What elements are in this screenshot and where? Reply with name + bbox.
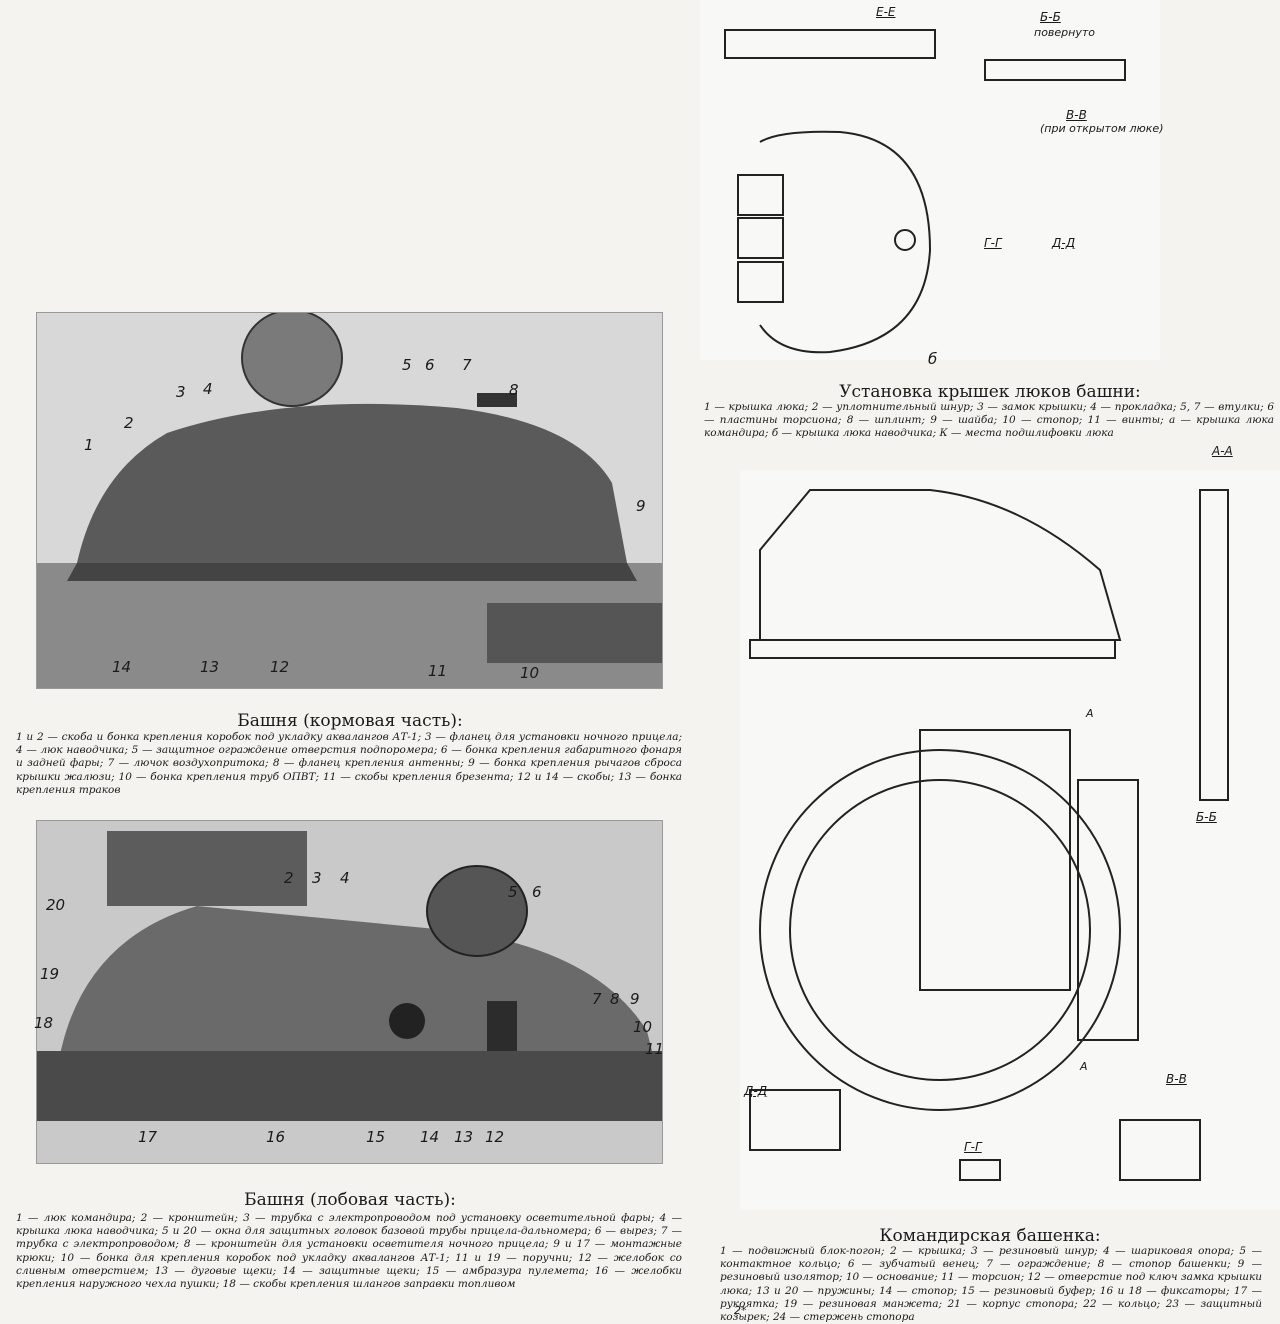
cupola-drawing-lines: [749, 489, 1229, 1181]
hatch-rotated-note: повернуто: [1034, 26, 1095, 39]
hatch-section-d: Д-Д: [1052, 236, 1076, 250]
front-label-16: 16: [266, 1128, 286, 1146]
rear-label-8: 8: [509, 381, 519, 399]
front-photo-caption: 1 — люк командира; 2 — кронштейн; 3 — тр…: [16, 1212, 682, 1291]
front-turret-photo: [36, 820, 663, 1164]
front-label-14: 14: [420, 1128, 440, 1146]
front-turret-shape: [37, 821, 662, 1163]
rear-label-13: 13: [200, 658, 220, 676]
rear-label-6: 6: [425, 356, 435, 374]
front-label-9: 9: [630, 990, 640, 1008]
cupola-section-a: А-А: [1212, 444, 1233, 458]
hatch-sub-label: б: [928, 350, 938, 368]
hatch-caption: 1 — крышка люка; 2 — уплотнительный шнур…: [704, 401, 1274, 440]
hatch-title: Установка крышек люков башни:: [839, 382, 1141, 402]
front-label-12: 12: [485, 1128, 505, 1146]
cupola-section-g: Г-Г: [964, 1140, 982, 1154]
hatch-drawing: [700, 0, 1160, 360]
front-label-15: 15: [366, 1128, 386, 1146]
rear-label-11: 11: [428, 662, 448, 680]
front-label-13: 13: [454, 1128, 474, 1146]
front-label-8: 8: [610, 990, 620, 1008]
rear-label-2: 2: [124, 414, 134, 432]
rear-label-12: 12: [270, 658, 290, 676]
cupola-section-v: В-В: [1166, 1072, 1187, 1086]
cupola-section-d: Д-Д: [744, 1084, 768, 1098]
front-label-10: 10: [633, 1018, 653, 1036]
front-label-7: 7: [592, 990, 602, 1008]
hatch-open-note: (при открытом люке): [1040, 122, 1164, 135]
front-label-3: 3: [312, 869, 322, 887]
hatch-section-e: Е-Е: [876, 5, 896, 19]
rear-label-7: 7: [462, 356, 472, 374]
hatch-section-v: В-В: [1066, 108, 1087, 122]
rear-photo-caption: 1 и 2 — скоба и бонка крепления коробок …: [16, 731, 682, 796]
rear-label-14: 14: [112, 658, 132, 676]
rear-turret-photo: [36, 312, 663, 689]
cupola-mark-a-top: А: [1086, 707, 1094, 720]
rear-label-1: 1: [84, 436, 94, 454]
cupola-mark-a-bottom: А: [1080, 1060, 1088, 1073]
front-label-11: 11: [645, 1040, 665, 1058]
front-label-18: 18: [34, 1014, 54, 1032]
front-label-2: 2: [284, 869, 294, 887]
rear-label-10: 10: [520, 664, 540, 682]
hatch-section-g: Г-Г: [984, 236, 1002, 250]
rear-label-9: 9: [636, 497, 646, 515]
front-label-5: 5: [508, 883, 518, 901]
page-mark: 2*: [734, 1304, 747, 1317]
hatch-drawing-lines: [724, 29, 1126, 354]
rear-turret-shape: [37, 313, 662, 688]
hatch-section-b: Б-Б: [1040, 10, 1061, 24]
front-label-6: 6: [532, 883, 542, 901]
front-label-20: 20: [46, 896, 66, 914]
cupola-drawing: [740, 470, 1280, 1210]
rear-label-4: 4: [203, 380, 213, 398]
rear-label-3: 3: [176, 383, 186, 401]
front-label-17: 17: [138, 1128, 158, 1146]
rear-label-5: 5: [402, 356, 412, 374]
cupola-section-b: Б-Б: [1196, 810, 1217, 824]
rear-photo-title: Башня (кормовая часть):: [237, 711, 463, 731]
front-label-4: 4: [340, 869, 350, 887]
cupola-title: Командирская башенка:: [879, 1226, 1101, 1246]
cupola-caption: 1 — подвижный блок-погон; 2 — крышка; 3 …: [720, 1245, 1262, 1324]
front-label-19: 19: [40, 965, 60, 983]
front-photo-title: Башня (лобовая часть):: [244, 1190, 456, 1210]
